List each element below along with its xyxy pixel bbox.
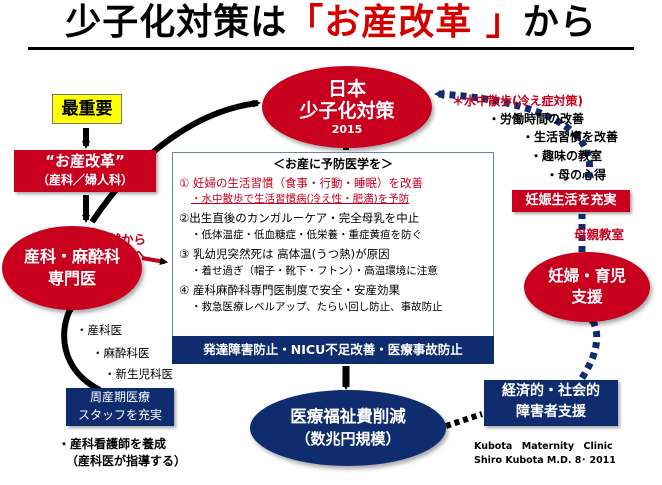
center-item-3: ③ 乳幼児突然死は 高体温(うつ熱)が原因 (179, 247, 390, 261)
left-node-line1: 産科・麻酔科 (23, 247, 120, 266)
center-header: ＜お産に予防医学を＞ (272, 157, 393, 171)
left-list-item-2: ・麻酔科医 (92, 346, 150, 360)
center-item-2-sub: ・低体温症・低血糖症・低栄養・重症黄疸を防ぐ (191, 229, 422, 241)
left-list-item-1: ・産科医 (76, 323, 122, 337)
mother-class-label: 母親教室 (574, 227, 625, 242)
bottom-node-line2: （数兆円規模） (295, 430, 401, 448)
top-node-year: 2015 (331, 122, 363, 136)
center-item-4: ④ 産科麻酔科専門医制度で安全・安産効果 (179, 283, 400, 297)
bottom-node-line1: 医療福祉費削減 (290, 407, 406, 426)
title-underline (28, 47, 634, 50)
center-footer-bar: 発達障害防止・NICU不足改善・医療事故防止 (172, 336, 494, 364)
arrow-science-to-center (141, 256, 168, 266)
center-item-1: ① 妊婦の生活習慣（食事・行動・睡眠）を改善 (179, 176, 423, 190)
title-prefix: 少子化対策は (65, 2, 288, 43)
dotted-arrow-bottom-to-support (445, 411, 483, 429)
left-node-line2: 専門医 (47, 269, 96, 288)
right-list-item-2: ・生活習慣を改善 (522, 130, 619, 144)
center-item-1-sub: ・水中散歩で生活習慣病(冷え性・肥満)を予防 (191, 193, 410, 205)
arrow-staff-to-specialist (61, 303, 102, 393)
support-tag-line1: 経済的・社会的 (502, 383, 600, 399)
staff-tag: 周産期医療 スタッフを充実 (66, 388, 174, 426)
dotted-arrow-right-to-top (434, 89, 593, 179)
right-list-heading: ＊水中散歩(冷え症対策) (452, 94, 583, 108)
midwife-training: ・産科看護師を養成 （産科医が指導する） (58, 436, 186, 470)
dotted-arrow-support-to-rightnode (579, 312, 601, 380)
credit-line1: Kubota Maternity Clinic (474, 441, 613, 452)
left-list-item-3: ・新生児科医 (104, 367, 173, 381)
center-item-4-sub: ・救急医療レベルアップ、たらい回し防止、事故防止 (191, 301, 443, 313)
top-node-japan-policy: 日本 少子化対策 2015 (262, 66, 432, 148)
reform-tag-line1: “お産改革” (45, 152, 125, 170)
social-support-tag: 経済的・社会的 障害者支援 (484, 380, 618, 426)
right-list-item-4: ・母の心得 (546, 168, 607, 182)
top-node-line1: 日本 (327, 77, 366, 100)
title-suffix: から (522, 2, 597, 43)
top-node-line2: 少子化対策 (299, 99, 395, 122)
most-important-label: 最重要 (52, 94, 122, 124)
right-node-line1: 妊婦・育児 (548, 267, 626, 285)
page-title: 少子化対策は「お産改革 」から (0, 2, 662, 44)
support-tag-line2: 障害者支援 (516, 404, 586, 420)
right-list-item-3: ・趣味の教室 (530, 149, 603, 163)
right-list-item-1: ・労働時間の改善 (488, 112, 585, 126)
prevention-medicine-box: ＜お産に予防医学を＞ ① 妊婦の生活習慣（食事・行動・睡眠）を改善 ・水中散歩で… (172, 152, 494, 364)
right-node-line2: 支援 (571, 288, 603, 306)
credit: Kubota Maternity Clinic Shiro Kubota M.D… (474, 440, 616, 468)
pregnancy-life-text: 妊娠生活を充実 (525, 193, 617, 208)
midwife-line1: ・産科看護師を養成 (58, 437, 167, 451)
staff-tag-line1: 周産期医療 (89, 390, 150, 404)
midwife-line2: （産科医が指導する） (66, 454, 187, 468)
bottom-node-cost-reduction: 医療福祉費削減 （数兆円規模） (250, 390, 446, 466)
most-important-text: 最重要 (61, 99, 113, 119)
credit-line2: Shiro Kubota M.D. 8･ 2011 (474, 455, 616, 466)
title-highlight: 「お産改革 」 (287, 2, 523, 43)
staff-tag-line2: スタッフを充実 (77, 408, 162, 422)
arrow-specialist-to-top (89, 99, 261, 224)
reform-tag-line2: （産科／婦人科） (36, 173, 133, 187)
center-item-2: ②出生直後のカンガルーケア・完全母乳を中止 (179, 211, 420, 225)
center-footer-text: 発達障害防止・NICU不足改善・医療事故防止 (203, 342, 463, 357)
left-node-specialist: 産科・麻酔科 専門医 (2, 226, 142, 310)
center-item-3-sub: ・着せ過ぎ（帽子・靴下・フトン）・高温環境に注意 (191, 265, 438, 277)
reform-tag: “お産改革” （産科／婦人科） (14, 150, 156, 192)
pregnancy-life-tag: 妊娠生活を充実 (512, 190, 630, 212)
right-node-pregnancy-support: 妊婦・育児 支援 (524, 252, 650, 322)
